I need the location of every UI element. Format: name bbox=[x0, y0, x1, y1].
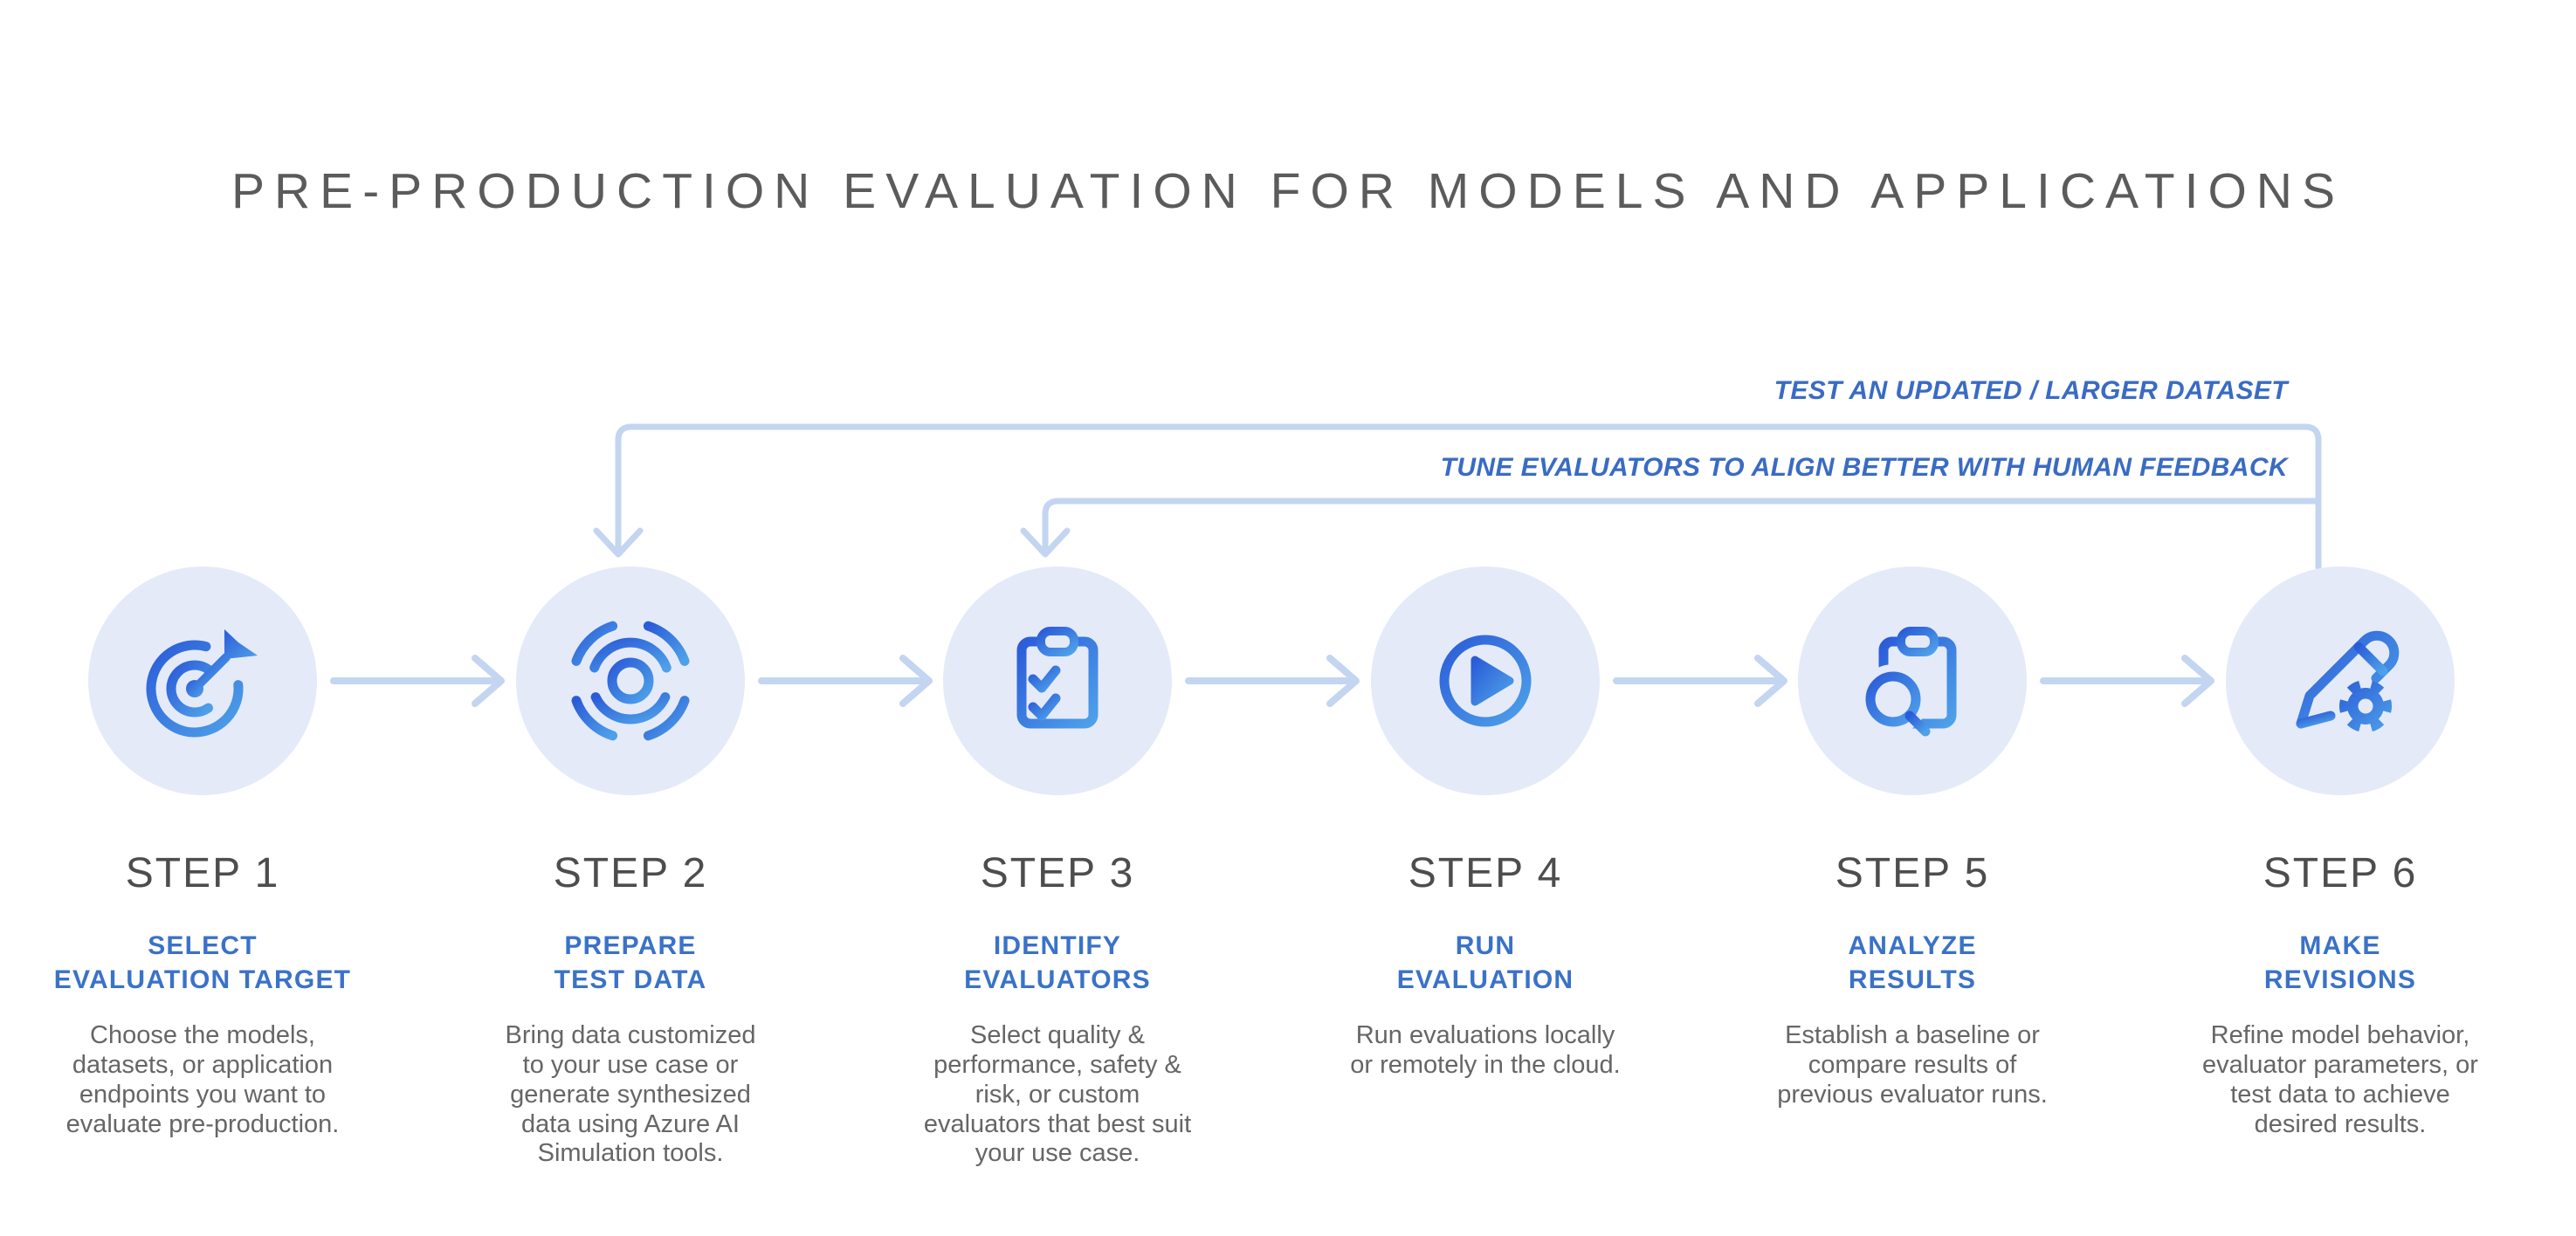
step-5-label: STEP 5 bbox=[1835, 850, 1990, 896]
step-2-column: STEP 2 PREPARE TEST DATA Bring data cust… bbox=[430, 850, 831, 1169]
connector-arrow-4-5 bbox=[1613, 655, 1787, 707]
step-1-subtitle: SELECT EVALUATION TARGET bbox=[53, 930, 352, 994]
step-6-label: STEP 6 bbox=[2263, 850, 2418, 896]
step-4-description: Run evaluations locally or remotely in t… bbox=[1350, 1020, 1621, 1079]
step-5-subtitle: ANALYZE RESULTS bbox=[1848, 930, 1977, 994]
feedback-loop-outer-arrowhead bbox=[593, 527, 644, 558]
step-3-column: STEP 3 IDENTIFY EVALUATORS Select qualit… bbox=[857, 850, 1258, 1169]
step-5-description: Establish a baseline or compare results … bbox=[1777, 1020, 2048, 1109]
target-arrow-icon bbox=[146, 629, 258, 738]
connector-arrow-1-2 bbox=[330, 655, 505, 707]
connector-arrow-2-3 bbox=[758, 655, 933, 707]
step-6-subtitle: MAKE REVISIONS bbox=[2263, 930, 2417, 994]
play-icon bbox=[1439, 635, 1532, 727]
step-3-label: STEP 3 bbox=[980, 850, 1135, 896]
feedback-loop-outer-label: TEST AN UPDATED / LARGER DATASET bbox=[1774, 376, 2288, 405]
analyze-clipboard-search-icon bbox=[1858, 627, 1957, 737]
step-2-label: STEP 2 bbox=[553, 850, 708, 896]
edit-gear-icon bbox=[2296, 630, 2400, 731]
checklist-clipboard-icon bbox=[1016, 627, 1099, 729]
step-5-circle bbox=[1798, 566, 2027, 795]
step-4-column: STEP 4 RUN EVALUATION Run evaluations lo… bbox=[1285, 850, 1686, 1081]
step-4-label: STEP 4 bbox=[1408, 850, 1563, 896]
feedback-loop-inner-label: TUNE EVALUATORS TO ALIGN BETTER WITH HUM… bbox=[1440, 453, 2288, 482]
feedback-loop-inner-arrowhead bbox=[1020, 527, 1071, 558]
step-1-description: Choose the models, datasets, or applicat… bbox=[65, 1020, 340, 1138]
step-6-column: STEP 6 MAKE REVISIONS Refine model behav… bbox=[2139, 850, 2541, 1139]
step-2-subtitle: PREPARE TEST DATA bbox=[554, 930, 707, 994]
step-3-description: Select quality & performance, safety & r… bbox=[923, 1020, 1192, 1168]
step-4-subtitle: RUN EVALUATION bbox=[1396, 930, 1574, 994]
step-4-circle bbox=[1371, 566, 1600, 795]
step-1-label: STEP 1 bbox=[125, 850, 280, 896]
step-2-description: Bring data customized to your use case o… bbox=[505, 1020, 756, 1168]
diagram-title: PRE-PRODUCTION EVALUATION FOR MODELS AND… bbox=[231, 163, 2345, 219]
step-5-column: STEP 5 ANALYZE RESULTS Establish a basel… bbox=[1712, 850, 2113, 1110]
feedback-loop-inner-line bbox=[1042, 498, 2322, 557]
step-3-circle bbox=[943, 566, 1172, 795]
step-2-circle bbox=[516, 566, 745, 795]
connector-arrow-3-4 bbox=[1185, 655, 1360, 707]
step-6-description: Refine model behavior, evaluator paramet… bbox=[2202, 1020, 2478, 1138]
step-3-subtitle: IDENTIFY EVALUATORS bbox=[964, 930, 1151, 994]
feedback-loop-outer-line bbox=[615, 423, 2322, 571]
data-pulse-icon bbox=[571, 621, 690, 741]
step-6-circle bbox=[2226, 566, 2455, 795]
step-1-circle bbox=[88, 566, 317, 795]
step-1-column: STEP 1 SELECT EVALUATION TARGET Choose t… bbox=[2, 850, 403, 1139]
connector-arrow-5-6 bbox=[2040, 655, 2214, 707]
